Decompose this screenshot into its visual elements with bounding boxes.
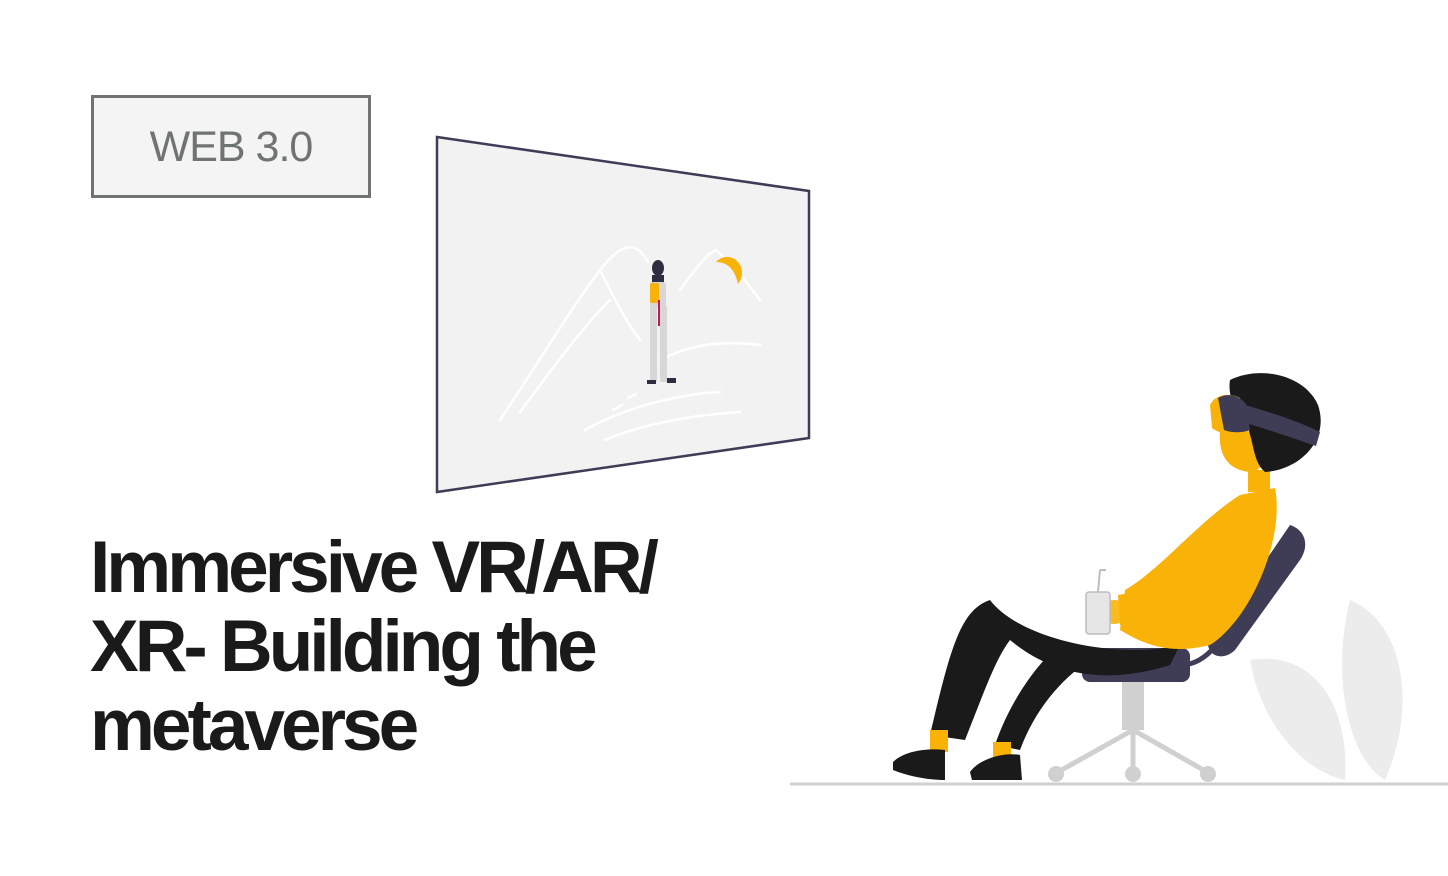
- projection-screen: [435, 135, 811, 494]
- headline-line-3: metaverse: [90, 685, 419, 766]
- plant-leaves: [1250, 600, 1403, 780]
- sun-shape: [716, 256, 743, 284]
- headline-line-2: XR- Building the: [90, 606, 598, 687]
- web3-badge: WEB 3.0: [91, 95, 371, 198]
- small-figure: [647, 260, 676, 384]
- seated-person: [893, 373, 1321, 780]
- page-title: Immersive VR/AR/ XR- Building the metave…: [90, 528, 770, 765]
- badge-label: WEB 3.0: [149, 123, 314, 171]
- headline-line-1: Immersive VR/AR/: [90, 527, 659, 608]
